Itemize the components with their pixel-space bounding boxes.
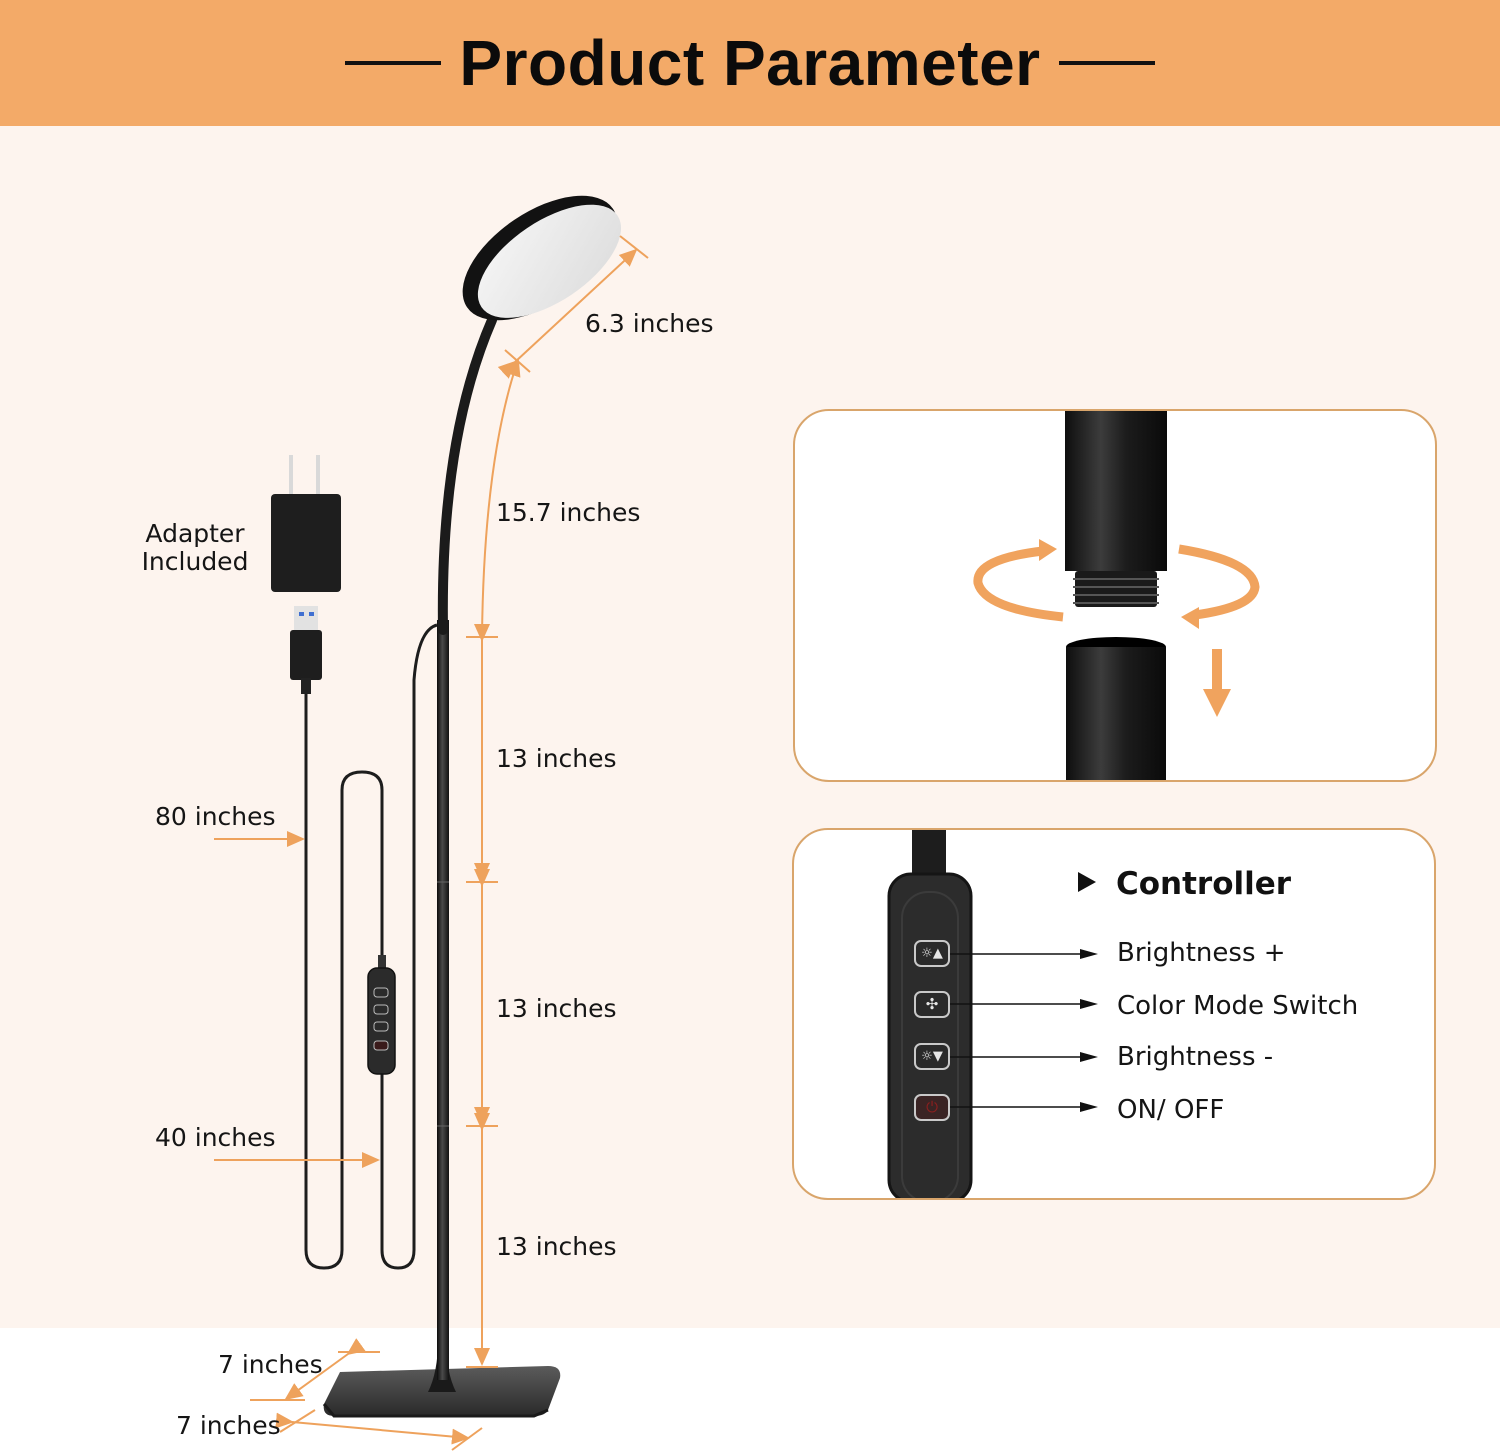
header-rule-right xyxy=(1058,61,1155,65)
gooseneck-length-label: 15.7 inches xyxy=(496,498,641,527)
power-label: ON/ OFF xyxy=(1117,1095,1225,1125)
adapter-label-line2: Included xyxy=(141,547,249,576)
brightness-up-icon[interactable]: ☼▲ xyxy=(914,940,950,967)
inline-controller xyxy=(367,955,396,1075)
power-adapter xyxy=(271,455,341,700)
power-icon[interactable]: ⏻ xyxy=(914,1094,950,1121)
head-diameter-label: 6.3 inches xyxy=(585,309,714,338)
down-arrow-icon xyxy=(1203,649,1231,717)
cable-to-controller-label: 40 inches xyxy=(155,1123,276,1152)
cable-total-label: 80 inches xyxy=(155,802,276,831)
controller-illustration xyxy=(887,830,1098,1198)
controller-title: Controller xyxy=(1078,866,1291,902)
lamp-pole xyxy=(437,620,449,1380)
base-width-label: 7 inches xyxy=(176,1411,281,1440)
adapter-label-line1: Adapter xyxy=(145,519,245,548)
assembly-illustration xyxy=(973,411,1260,780)
dimension-lines xyxy=(214,235,649,1451)
header-banner: Product Parameter xyxy=(0,0,1500,126)
rotate-arrow-icon xyxy=(973,544,1260,622)
pole-segment-2-label: 13 inches xyxy=(496,994,617,1023)
assembly-card xyxy=(793,409,1437,782)
controller-card: ☼▲ ✣ ☼▼ ⏻ Controller Brightness + Color … xyxy=(792,828,1436,1200)
controller-title-text: Controller xyxy=(1116,866,1292,902)
pole-segment-1-label: 13 inches xyxy=(496,744,617,773)
brightness-down-label: Brightness - xyxy=(1117,1042,1274,1072)
brightness-down-icon[interactable]: ☼▼ xyxy=(914,1043,950,1070)
color-mode-icon[interactable]: ✣ xyxy=(914,991,950,1018)
triangle-bullet-icon xyxy=(1078,872,1096,892)
color-mode-label: Color Mode Switch xyxy=(1117,991,1359,1021)
lamp-gooseneck xyxy=(437,315,497,635)
brightness-up-label: Brightness + xyxy=(1117,938,1286,968)
base-depth-label: 7 inches xyxy=(218,1350,323,1379)
adapter-label: Adapter Included xyxy=(138,520,252,576)
page-title: Product Parameter xyxy=(459,27,1041,99)
header-rule-left xyxy=(345,61,442,65)
power-cable xyxy=(304,623,438,1270)
pole-segment-3-label: 13 inches xyxy=(496,1232,617,1261)
